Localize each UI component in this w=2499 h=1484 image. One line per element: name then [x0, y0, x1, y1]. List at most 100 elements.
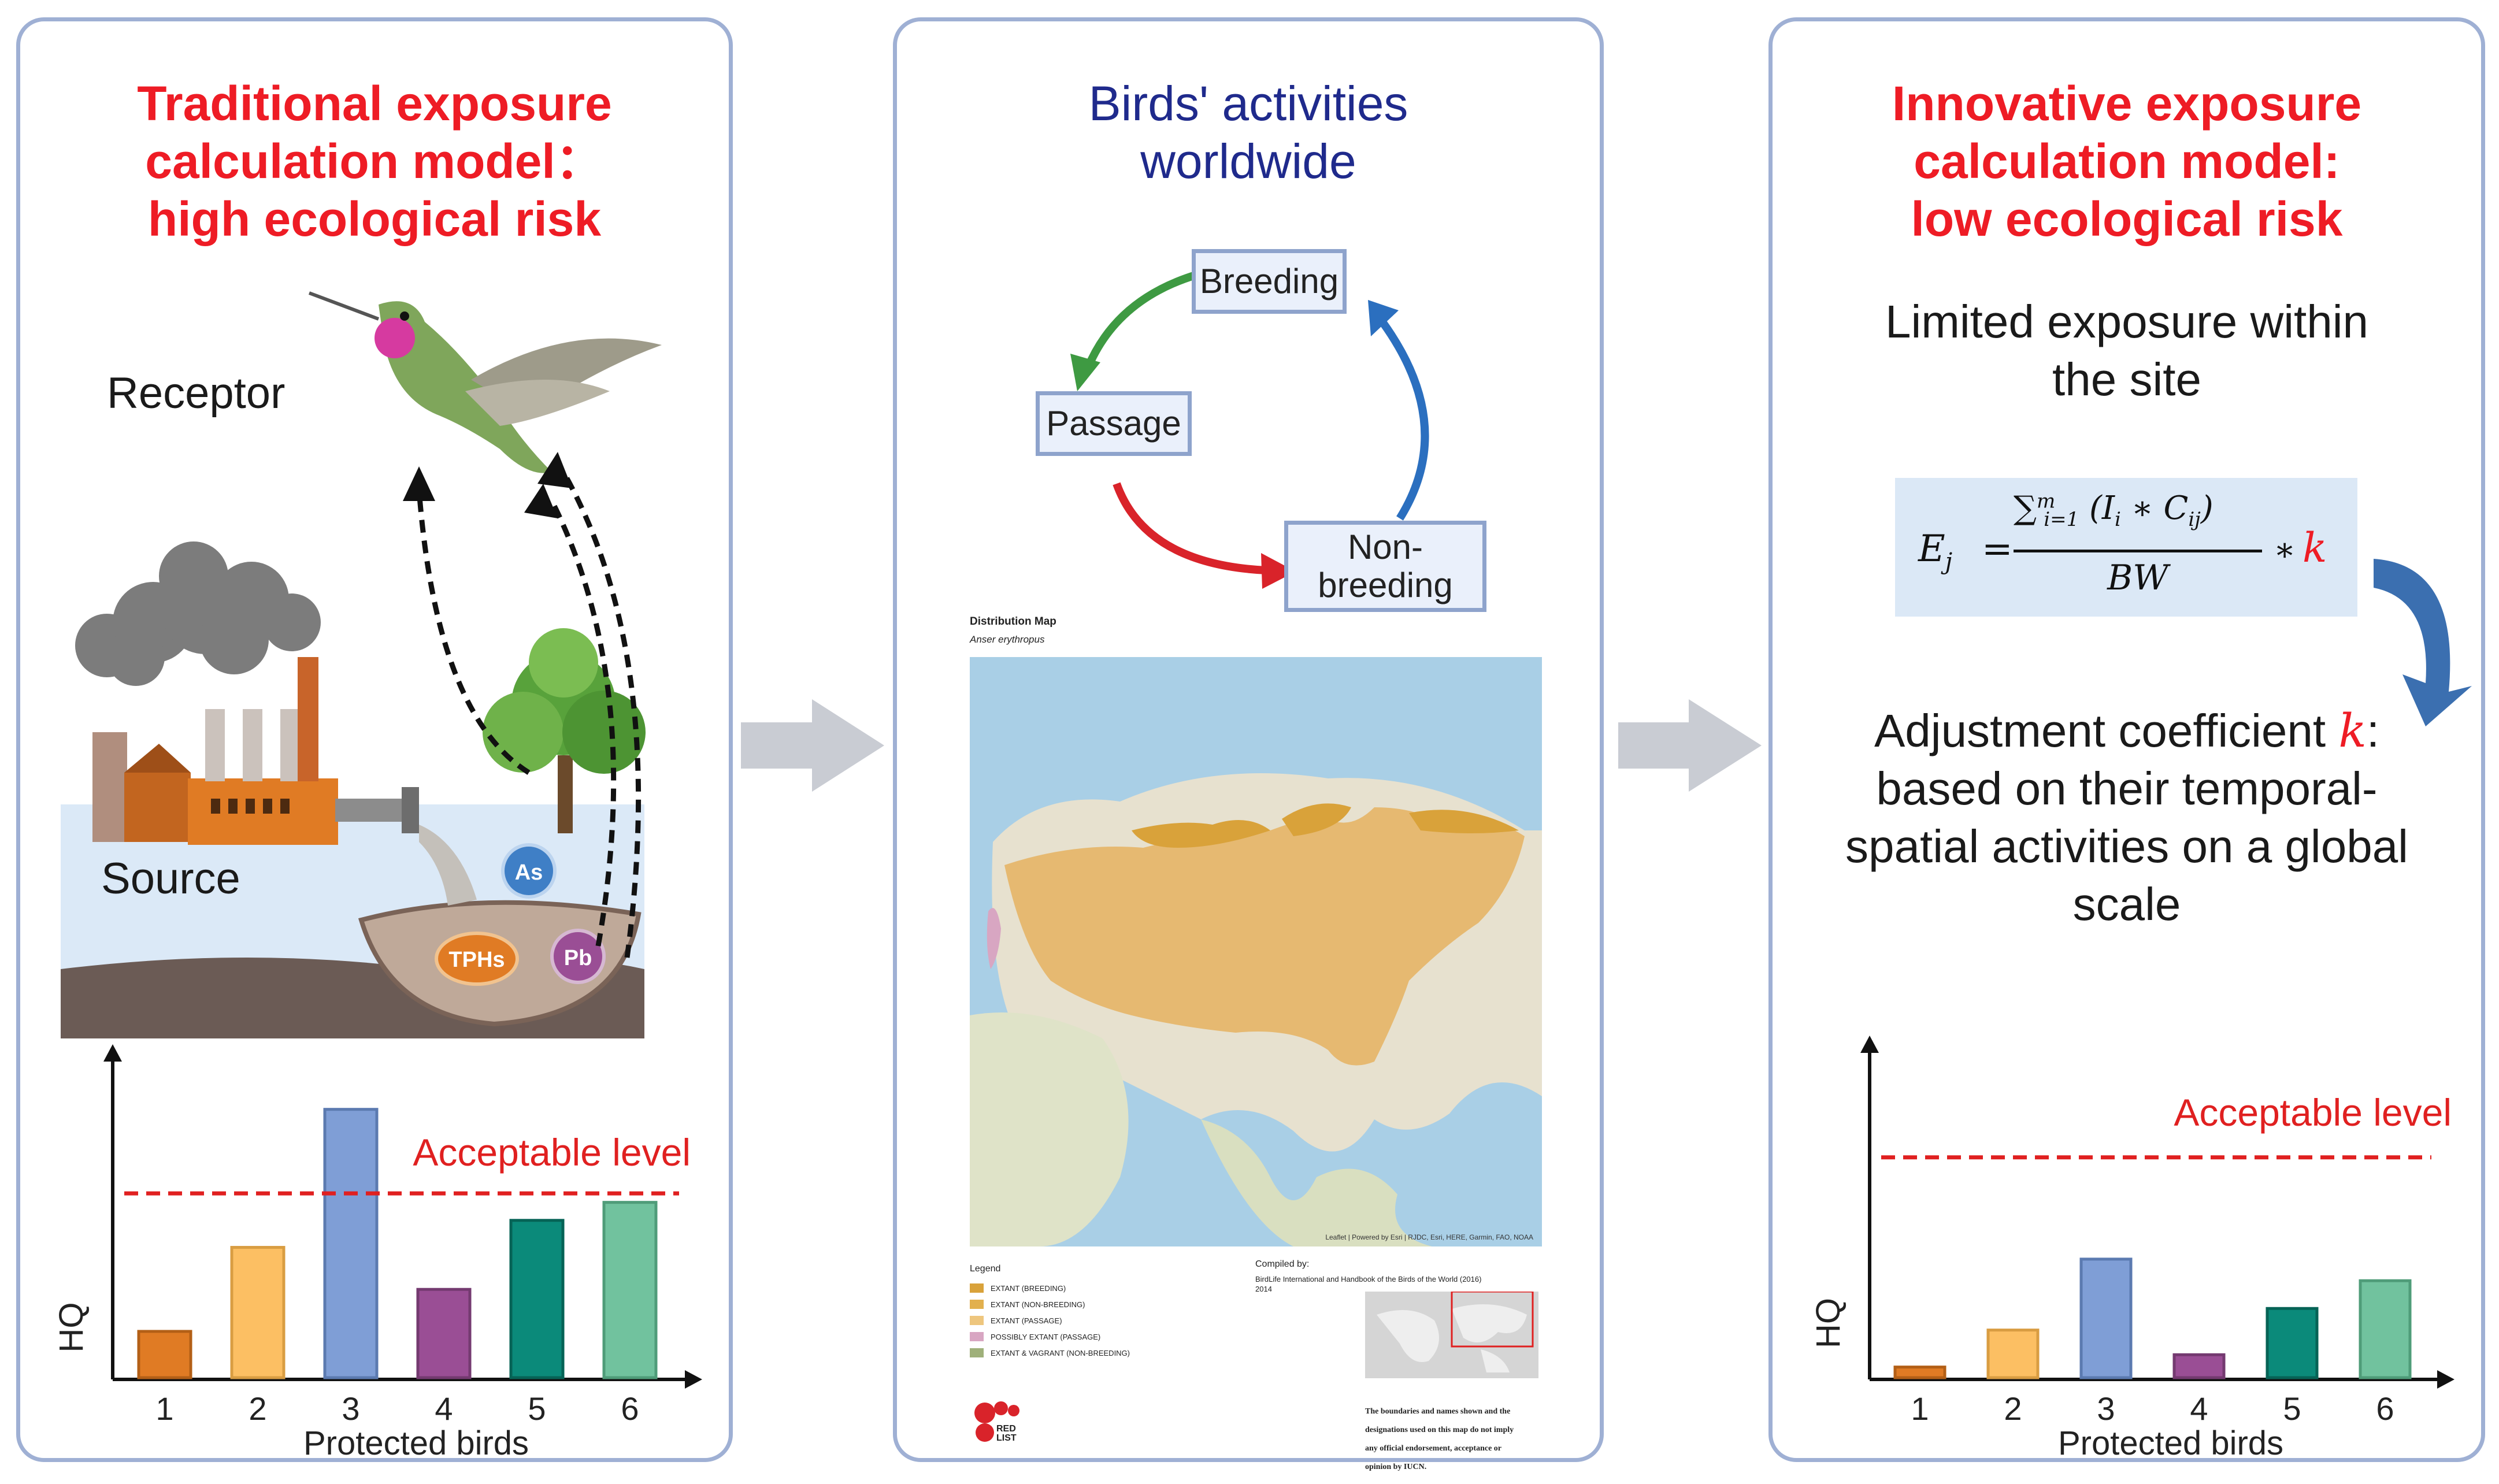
badge-as-icon	[501, 843, 557, 899]
formula-mult: ∗	[2274, 531, 2296, 569]
badge-pb-label: Pb	[564, 946, 592, 970]
bar	[323, 1108, 379, 1379]
disclaimer-line: any official endorsement, acceptance or	[1365, 1444, 1501, 1453]
bar	[416, 1288, 472, 1379]
legend-title: Legend	[970, 1264, 1001, 1274]
y-axis-arrowhead-icon	[103, 1044, 122, 1062]
tree-icon	[483, 628, 646, 833]
panel-birds-activities: Birds' activities worldwide Breeding Pas…	[893, 17, 1604, 1471]
legend-swatch	[970, 1348, 984, 1357]
title-line: low ecological risk	[1911, 192, 2343, 246]
bar	[509, 1219, 565, 1379]
y-axis-label: HQ	[53, 1303, 90, 1353]
outflow-icon	[419, 825, 477, 906]
arrowhead-blue-icon	[1368, 300, 1399, 336]
legend-swatch	[970, 1332, 984, 1341]
legend-label: EXTANT (NON-BREEDING)	[991, 1300, 1085, 1309]
arrowhead-green-icon	[1070, 354, 1100, 391]
legend-label: EXTANT (PASSAGE)	[991, 1316, 1062, 1325]
limited-line: Limited exposure within	[1885, 296, 2368, 347]
x-tick-label: 3	[2097, 1390, 2115, 1427]
arrowhead-icon	[403, 466, 435, 501]
title-line: calculation model:	[1914, 134, 2340, 188]
landmass-india-seasia	[1201, 1119, 1432, 1246]
disclaimer-line: designations used on this map do not imp…	[1365, 1426, 1514, 1434]
x-tick-label: 1	[155, 1390, 173, 1427]
bar	[2266, 1307, 2319, 1379]
acceptable-level-label: Acceptable level	[413, 1131, 691, 1174]
red-list-logo	[974, 1401, 1019, 1442]
badge-pb-icon	[550, 929, 606, 984]
bar	[2359, 1279, 2412, 1379]
y-axis-arrowhead-icon	[1860, 1036, 1879, 1053]
legend-swatch	[970, 1300, 984, 1309]
legend-label: POSSIBLY EXTANT (PASSAGE)	[991, 1332, 1101, 1341]
arrowhead-icon	[524, 484, 558, 518]
formula-fraction-bar	[2014, 550, 2262, 552]
legend-item: POSSIBLY EXTANT (PASSAGE)	[970, 1329, 1130, 1345]
map-species: Anser erythropus	[970, 634, 1045, 645]
legend-label: EXTANT & VAGRANT (NON-BREEDING)	[991, 1348, 1130, 1357]
y-axis-label: HQ	[1810, 1298, 1847, 1348]
adjust-line: based on their temporal-	[1876, 763, 2378, 814]
bar	[137, 1330, 192, 1379]
formula-denominator: BW	[2107, 558, 2168, 598]
arrow-passage-to-nonbreeding	[1113, 482, 1267, 574]
title-line: Traditional exposure	[137, 76, 612, 131]
compiled-line: BirdLife International and Handbook of t…	[1255, 1275, 1482, 1283]
bar	[2172, 1353, 2226, 1379]
arrow-breeding-to-passage	[1084, 270, 1199, 370]
legend-label: EXTANT (BREEDING)	[991, 1283, 1066, 1293]
smoke-icon	[75, 541, 321, 686]
x-tick-label: 2	[249, 1390, 266, 1427]
range-passage-pink	[987, 908, 1001, 969]
adjustment-text: Adjustment coefficient k: based on their…	[1773, 702, 2481, 933]
map-heading: Distribution Map	[970, 615, 1056, 628]
title-line: calculation model：	[145, 134, 604, 188]
factory-icon	[92, 657, 419, 845]
arrow-2-to-3	[1618, 699, 1762, 792]
adjust-k: k	[2338, 704, 2367, 758]
panel-innovative-model: Innovative exposure calculation model: l…	[1768, 17, 2485, 1462]
hummingbird-icon	[308, 291, 662, 473]
badge-as-label: As	[515, 860, 543, 885]
legend-swatch	[970, 1283, 984, 1293]
x-tick-label: 6	[2376, 1390, 2394, 1427]
x-tick-label: 2	[2004, 1390, 2022, 1427]
x-axis-arrowhead-icon	[685, 1370, 702, 1389]
adjust-line: Adjustment coefficient k:	[1874, 704, 2380, 758]
x-tick-label: 5	[528, 1390, 546, 1427]
exposure-arrows	[416, 470, 642, 958]
compiled-by: BirdLife International and Handbook of t…	[1255, 1274, 1481, 1294]
bar	[602, 1201, 658, 1379]
arrow-nonbreeding-to-breeding	[1379, 319, 1429, 521]
limited-line: the site	[2052, 354, 2201, 405]
nonbreeding-line: Non-	[1347, 528, 1423, 566]
legend-swatch	[970, 1316, 984, 1325]
formula-k: k	[2303, 524, 2327, 572]
formula-box: Ej = ∑mi=1 (Ii ∗ Cij) BW ∗ k	[1895, 478, 2357, 617]
panel2-title: Birds' activities worldwide	[897, 75, 1600, 190]
breeding-box: Breeding	[1192, 249, 1347, 314]
title-line: worldwide	[1140, 134, 1356, 188]
activity-cycle	[1070, 270, 1429, 589]
bar	[1986, 1329, 2040, 1379]
formula-equals: =	[1982, 528, 2013, 570]
receptor-label: Receptor	[107, 369, 286, 418]
title-line: Innovative exposure	[1892, 76, 2362, 131]
bar	[230, 1246, 286, 1379]
x-tick-label: 4	[435, 1390, 453, 1427]
x-tick-label: 1	[1911, 1390, 1929, 1427]
formula-lhs: Ej	[1918, 528, 1953, 575]
arrowhead-icon	[537, 452, 572, 488]
inset-world-map	[1365, 1292, 1538, 1378]
title-line: high ecological risk	[147, 192, 602, 246]
formula-numerator: ∑mi=1 (Ii ∗ Cij)	[2014, 489, 2213, 532]
range-breeding	[1004, 807, 1525, 1066]
panel3-title: Innovative exposure calculation model: l…	[1773, 75, 2481, 248]
title-line: Birds' activities	[1088, 76, 1408, 131]
map-disclaimer: The boundaries and names shown and the d…	[1365, 1403, 1556, 1476]
source-label: Source	[101, 854, 240, 903]
legend-item: EXTANT (PASSAGE)	[970, 1312, 1130, 1329]
